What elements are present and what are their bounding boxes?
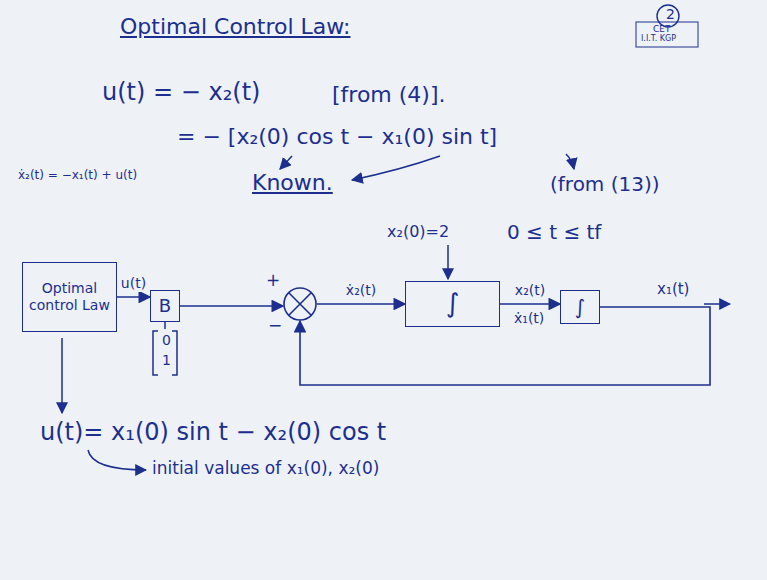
box-text: ∫ [446, 288, 460, 319]
box-text: Optimal control Law [27, 280, 112, 314]
junction-symbol [283, 287, 317, 321]
logo-text: CET [651, 24, 672, 35]
gain-box: B [150, 290, 180, 322]
box-text: ∫ [575, 295, 585, 319]
junction-circle [284, 288, 316, 320]
signal-arrow [317, 303, 405, 305]
signal-name: ẋ₂(t) [344, 282, 378, 299]
signal-name: ẋ₁(t) [512, 310, 546, 327]
logo-text: I.I.T. KGP [639, 34, 678, 44]
page-number-circle [657, 5, 679, 27]
time-range: 0 ≤ t ≤ tf [505, 220, 603, 244]
integrator-box: ∫ [560, 290, 600, 324]
initial-condition-arrow [447, 245, 449, 279]
vector-entry: 0 [160, 332, 173, 349]
leader-arrow [61, 338, 63, 413]
leader-arrow [566, 154, 574, 169]
summing-junction: +− [283, 287, 317, 321]
integrator-box: ∫ [405, 281, 500, 327]
note: initial values of x₁(0), x₂(0) [150, 458, 381, 478]
vector-bracket [153, 331, 158, 375]
equation: u(t) = − x₂(t) [100, 78, 262, 107]
controller-box: Optimal control Law [22, 262, 117, 332]
junction-cross [289, 293, 311, 315]
initial-condition: x₂(0)=2 [385, 222, 451, 241]
leader-arrow [88, 450, 146, 470]
sign-label: + [266, 270, 280, 290]
vector-entry: 1 [160, 352, 173, 369]
control-law-equation: u(t)= x₁(0) sin t − x₂(0) cos t [38, 418, 388, 447]
note: Known. [250, 170, 335, 196]
page-number: 2 [664, 6, 677, 23]
signal-arrow [117, 296, 150, 298]
leader-arrow [280, 156, 292, 169]
signal-arrow [500, 303, 560, 305]
reference-note: (from (13)) [548, 172, 662, 196]
logo-box [636, 22, 698, 47]
state-equation: ẋ₂(t) = −x₁(t) + u(t) [16, 168, 139, 182]
sign-label: − [268, 315, 282, 335]
output-arrow [704, 303, 730, 305]
page-title: Optimal Control Law: [118, 14, 353, 40]
leader-arrow [352, 156, 440, 180]
signal-arrow [300, 307, 710, 385]
signal-name: u(t) [119, 275, 148, 292]
signal-name: x₂(t) [513, 282, 547, 299]
signal-arrow [180, 305, 283, 307]
reference-note: [from (4)]. [330, 82, 448, 108]
equation: = − [x₂(0) cos t − x₁(0) sin t] [175, 124, 499, 150]
box-text: B [159, 295, 171, 317]
signal-name: x₁(t) [655, 280, 691, 298]
